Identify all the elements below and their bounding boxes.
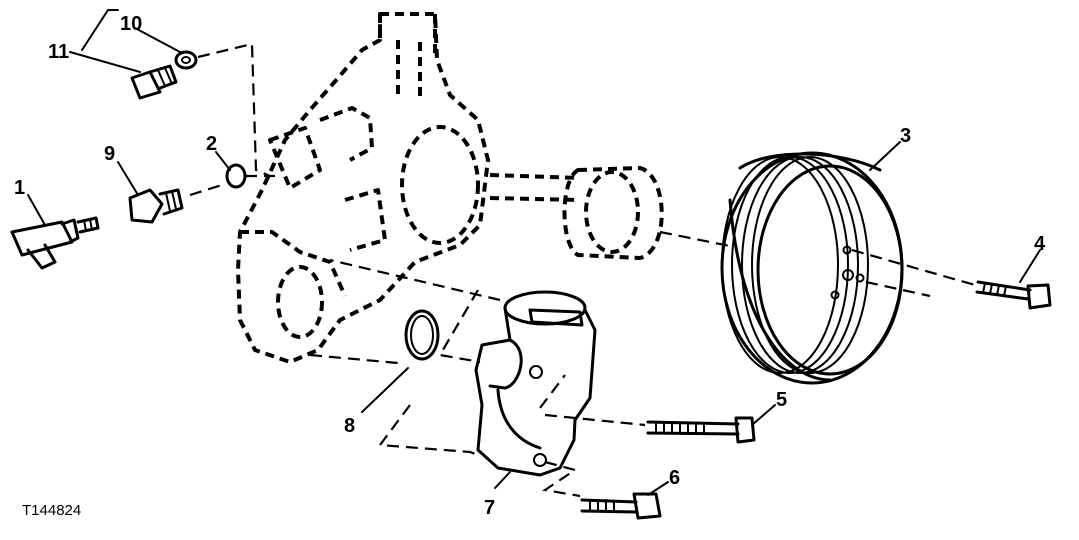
callout-7: 7 xyxy=(484,497,495,519)
short-bolt xyxy=(542,460,662,520)
callout-6: 6 xyxy=(669,467,680,489)
leader-lines xyxy=(27,9,1041,496)
callout-1: 1 xyxy=(14,177,25,199)
callout-2: 2 xyxy=(206,133,217,155)
thermostat-housing xyxy=(329,258,597,477)
callout-9: 9 xyxy=(104,143,115,165)
connector-fitting xyxy=(128,183,223,224)
figure-id: T144824 xyxy=(22,502,81,519)
callout-5: 5 xyxy=(776,389,787,411)
pulley-bolt xyxy=(975,280,1052,310)
pulley xyxy=(720,151,976,385)
impeller xyxy=(489,166,731,260)
long-bolt xyxy=(539,374,756,444)
callout-11: 11 xyxy=(48,41,69,63)
water-pump-housing xyxy=(236,12,490,364)
callout-8: 8 xyxy=(344,415,355,437)
callout-3: 3 xyxy=(900,125,911,147)
callout-10: 10 xyxy=(120,13,142,35)
drain-plug xyxy=(130,64,178,100)
callout-4: 4 xyxy=(1034,233,1046,255)
o-ring xyxy=(309,309,479,457)
temperature-sensor xyxy=(10,216,100,270)
plug-washer xyxy=(174,42,271,178)
